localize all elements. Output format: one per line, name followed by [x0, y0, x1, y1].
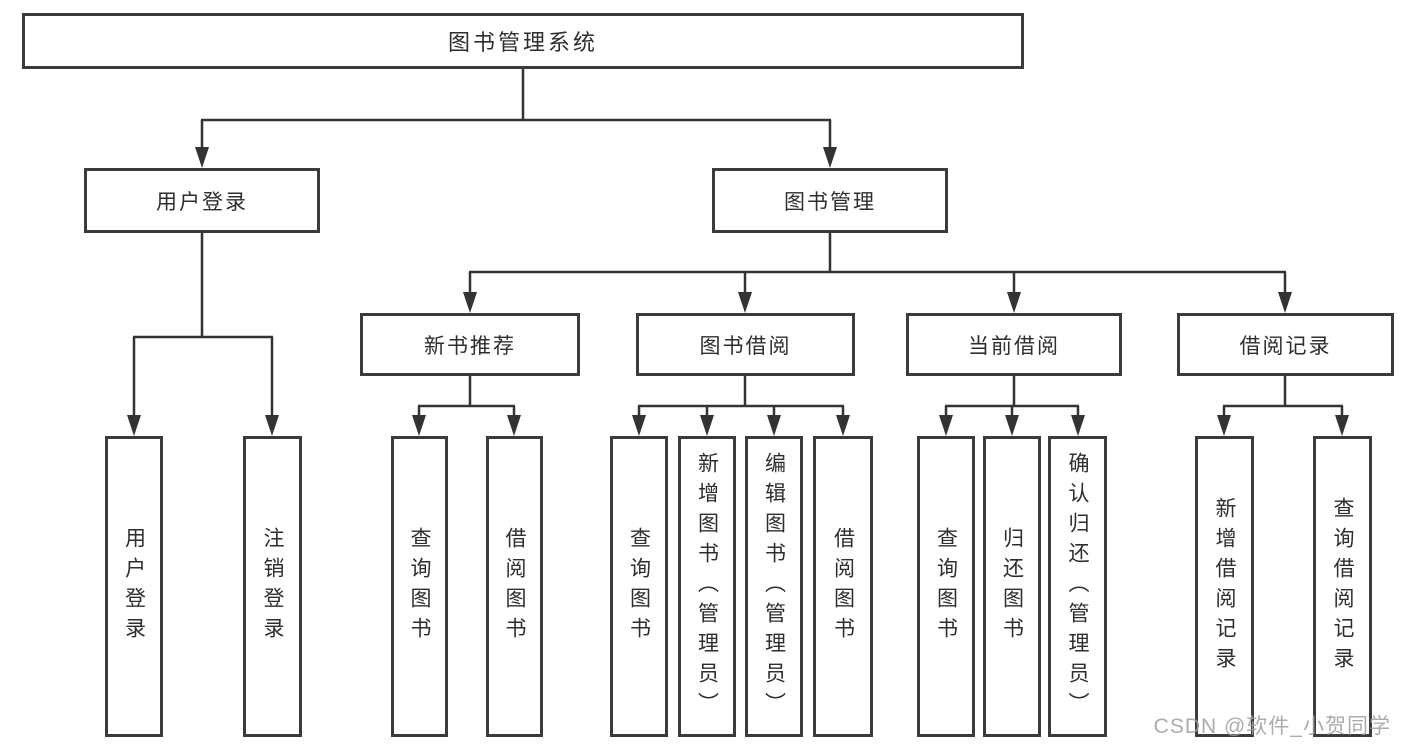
leaf-cb-return-book-label: 归还图书 [1000, 526, 1024, 647]
leaf-bb-edit-book: 编辑图书（管理员） [745, 436, 803, 737]
leaf-nbr-query-book: 查询图书 [391, 436, 448, 737]
leaf-logout: 注销登录 [243, 436, 302, 737]
leaf-br-query-record: 查询借阅记录 [1313, 436, 1372, 737]
node-borrowing-records-label: 借阅记录 [1239, 334, 1332, 358]
node-book-borrowing-label: 图书借阅 [699, 334, 792, 358]
leaf-bb-add-book-label: 新增图书（管理员） [695, 451, 719, 722]
leaf-bb-query-book-label: 查询图书 [627, 526, 651, 647]
leaf-nbr-borrow-book-label: 借阅图书 [503, 526, 526, 647]
node-current-borrowing: 当前借阅 [906, 313, 1122, 376]
leaf-cb-query-book-label: 查询图书 [934, 526, 958, 647]
leaf-bb-query-book: 查询图书 [610, 436, 668, 737]
leaf-bb-borrow-book-label: 借阅图书 [831, 526, 855, 647]
leaf-br-add-record: 新增借阅记录 [1195, 436, 1254, 737]
node-user-login: 用户登录 [84, 168, 320, 233]
leaf-bb-borrow-book: 借阅图书 [813, 436, 873, 737]
leaf-user-login: 用户登录 [105, 436, 163, 737]
node-new-book-recommend: 新书推荐 [360, 313, 580, 376]
leaf-br-add-record-label: 新增借阅记录 [1213, 496, 1236, 677]
arrowheads [127, 147, 1349, 436]
node-root: 图书管理系统 [22, 13, 1024, 69]
node-new-book-recommend-label: 新书推荐 [424, 334, 516, 358]
leaf-logout-label: 注销登录 [261, 526, 284, 647]
leaf-user-login-label: 用户登录 [122, 526, 146, 647]
node-user-login-label: 用户登录 [156, 190, 248, 214]
node-current-borrowing-label: 当前借阅 [968, 334, 1060, 358]
leaf-nbr-query-book-label: 查询图书 [408, 526, 431, 647]
leaf-cb-return-book: 归还图书 [983, 436, 1041, 737]
node-book-management-label: 图书管理 [784, 190, 876, 214]
leaf-bb-add-book: 新增图书（管理员） [678, 436, 736, 737]
leaf-cb-query-book: 查询图书 [917, 436, 975, 737]
csdn-watermark: CSDN @软件_小贺同学 [1153, 715, 1391, 738]
leaf-cb-confirm-return: 确认归还（管理员） [1048, 436, 1107, 737]
leaf-cb-confirm-return-label: 确认归还（管理员） [1066, 451, 1089, 722]
node-book-borrowing: 图书借阅 [636, 313, 855, 376]
node-root-label: 图书管理系统 [447, 30, 598, 55]
node-book-management: 图书管理 [712, 168, 948, 233]
node-borrowing-records: 借阅记录 [1177, 313, 1394, 376]
leaf-br-query-record-label: 查询借阅记录 [1331, 496, 1354, 677]
leaf-nbr-borrow-book: 借阅图书 [486, 436, 543, 737]
leaf-bb-edit-book-label: 编辑图书（管理员） [762, 451, 786, 722]
